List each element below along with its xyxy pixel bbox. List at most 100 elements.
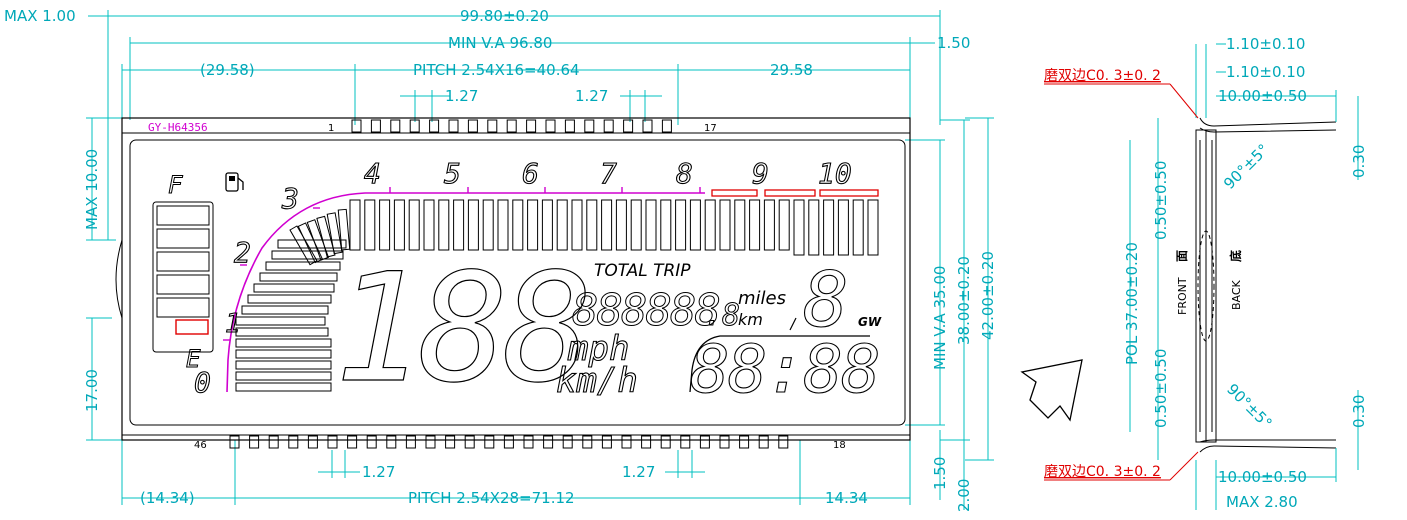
bottom-pin (680, 435, 691, 449)
bottom-pin (464, 435, 475, 449)
bottom-pin (484, 435, 495, 449)
tach-bar (235, 382, 332, 392)
tach-bar (749, 199, 761, 251)
fuel-bar (156, 228, 210, 249)
top-pin (623, 119, 634, 133)
clock-separator (689, 335, 870, 393)
tach-bar (763, 199, 775, 251)
top-pin (564, 119, 575, 133)
top-pin (526, 119, 537, 133)
tach-bar (512, 199, 524, 251)
tach-bar (364, 199, 376, 251)
back-char: 底 (1228, 250, 1243, 262)
fuel-full-label: F (168, 171, 183, 199)
side-angle-bottom: 90°±5° (1223, 380, 1275, 432)
left-pitch-offset-label: (29.58) (200, 61, 255, 79)
bottom-pin (699, 435, 710, 449)
redline-segment-3 (819, 189, 879, 197)
top-pitch-127-b: 1.27 (575, 87, 608, 105)
gear-label: GW (858, 315, 882, 329)
tach-bar (277, 239, 347, 249)
tach-bar (808, 199, 820, 256)
top-pin (603, 119, 614, 133)
tach-bar (571, 199, 583, 251)
top-pin (661, 119, 672, 133)
speed-digits: 188 (334, 242, 587, 416)
scale-4: 4 (364, 157, 381, 190)
total-trip-label: TOTAL TRIP (594, 261, 691, 281)
max-1-00-label: MAX 1.00 (4, 7, 76, 25)
bottom-pin (621, 435, 632, 449)
tach-bar (423, 199, 435, 251)
tach-bar (778, 199, 790, 251)
side-offset-top: 0.30 (1350, 145, 1368, 178)
side-pin-length-top: 10.00±0.50 (1218, 87, 1307, 105)
bottom-pin (582, 435, 593, 449)
gear-digit: 8 (803, 255, 849, 344)
bottom-150-label: 1.50 (931, 457, 949, 490)
tach-bar (316, 215, 336, 258)
overall-width-label: 99.80±0.20 (460, 7, 549, 25)
clock-digits: 88:88 (690, 331, 879, 408)
tach-bar (852, 199, 864, 256)
tach-bar (734, 199, 746, 251)
bottom-pin (327, 435, 338, 449)
scale-3: 3 (281, 182, 299, 215)
top-pin (409, 119, 420, 133)
top-pin (448, 119, 459, 133)
tach-bar (704, 199, 716, 251)
side-offset-bottom: 0.30 (1350, 395, 1368, 428)
top-pin (390, 119, 401, 133)
bottom-pin (229, 435, 240, 449)
scale-9: 9 (752, 157, 769, 190)
bottom-pin (425, 435, 436, 449)
tach-bar (823, 199, 835, 256)
tach-bar (271, 250, 344, 260)
tach-bar (235, 327, 329, 337)
tach-bar (349, 199, 361, 251)
scale-7: 7 (600, 157, 617, 190)
odometer-decimal: .8 (704, 298, 740, 333)
bottom-pin (249, 435, 260, 449)
tach-bar (393, 199, 405, 251)
side-pin-length-bottom: 10.00±0.50 (1218, 468, 1307, 486)
scale-1: 1 (225, 309, 241, 339)
top-pin (642, 119, 653, 133)
bottom-pin (758, 435, 769, 449)
bottom-pin (307, 435, 318, 449)
tach-bar (497, 199, 509, 251)
fuel-bar (156, 274, 210, 295)
bottom-pin (1199, 445, 1337, 453)
tach-bar (556, 199, 568, 251)
bottom-pin (386, 435, 397, 449)
tach-bar (326, 212, 343, 255)
fuel-low-segment (175, 319, 209, 335)
tach-bar (586, 199, 598, 251)
tach-bar (660, 199, 672, 251)
side-view: 1.10±0.10 1.10±0.10 10.00±0.50 0.30 90°±… (1044, 35, 1368, 511)
pin-bottom-first: 46 (194, 440, 207, 451)
pol-offset-top: 0.50±0.50 (1152, 161, 1170, 240)
lcd-module: GY-H64356 1 17 46 18 F E 0 1 2 3 4 5 6 (115, 117, 911, 451)
tach-bar (601, 199, 613, 251)
bottom-right-offset-label: 14.34 (825, 489, 868, 507)
top-pin (370, 119, 381, 133)
tach-bar (265, 261, 341, 271)
tach-bar (235, 316, 326, 326)
pin-bottom-last: 18 (833, 440, 846, 451)
tach-bar (453, 199, 465, 251)
bottom-left-offset-label: (14.34) (140, 489, 195, 507)
tach-bar (793, 199, 805, 256)
chamfer-note-bottom: 磨双边C0. 3±0. 2 (1044, 464, 1161, 480)
tach-bar (467, 199, 479, 251)
bottom-pin (405, 435, 416, 449)
fuel-bar (156, 297, 210, 318)
pin-window (1197, 230, 1215, 342)
lcd-side-tab (115, 239, 123, 319)
bottom-pin (268, 435, 279, 449)
top-pin (487, 119, 498, 133)
tach-bar (235, 371, 332, 381)
odometer-digits: 888888 (572, 285, 719, 336)
tach-bar (379, 199, 391, 251)
